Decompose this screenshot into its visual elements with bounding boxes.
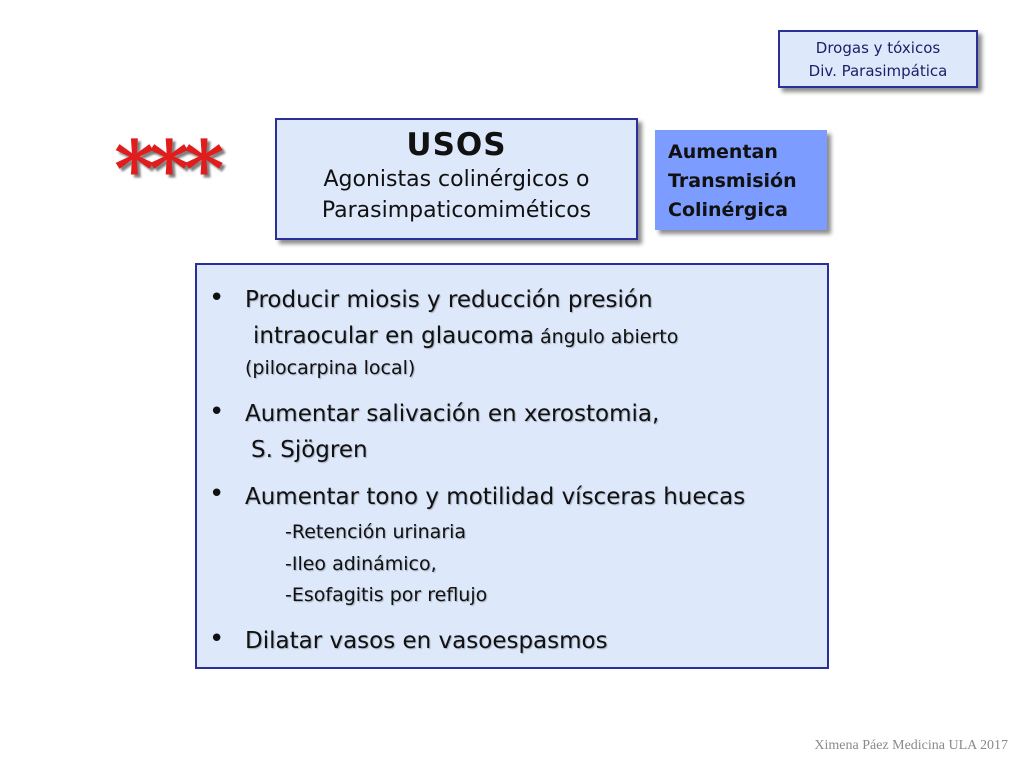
list-item-2-line1: Aumentar salivación en xerostomia, [245,401,660,427]
bullet-icon: • [209,397,225,427]
aumentan-box: Aumentan Transmisión Colinérgica [655,130,827,230]
list-item-3-sub3: -Esofagitis por reflujo [285,584,488,606]
section-label-line2: Div. Parasimpática [808,62,948,80]
usos-title: USOS [406,127,507,163]
usos-title-box: USOS Agonistas colinérgicos o Parasimpat… [275,118,638,240]
aumentan-line3: Colinérgica [668,199,789,221]
bullet-icon: • [209,624,225,654]
list-item-3-line1: Aumentar tono y motilidad vísceras hueca… [245,484,746,510]
list-item-1-line3: (pilocarpina local) [245,357,416,379]
bullet-icon: • [209,283,225,313]
section-label-line1: Drogas y tóxicos [815,39,941,57]
bullet-icon: • [209,479,225,509]
asterisks-emphasis: *** [114,124,224,215]
uses-list-box: • Producir miosis y reducción presión in… [195,263,829,669]
list-item-3-sub1: -Retención urinaria [285,521,467,543]
section-label-box: Drogas y tóxicos Div. Parasimpática [778,30,978,88]
list-item-1-line1: Producir miosis y reducción presión [245,287,653,313]
list-item-1-line2: intraocular en glaucoma ángulo abierto [253,323,678,349]
list-item-4-line1: Dilatar vasos en vasoespasmos [245,628,608,654]
footer-credit: Ximena Páez Medicina ULA 2017 [814,738,1008,753]
aumentan-line2: Transmisión [668,170,797,192]
aumentan-line1: Aumentan [668,141,778,163]
list-item-2-line2: S. Sjögren [251,437,368,463]
list-item-1-line2b: ángulo abierto [534,326,679,348]
usos-subtitle-line1: Agonistas colinérgicos o [323,167,590,192]
list-item-3-sub2: -Ileo adinámico, [285,553,437,575]
list-item-1-line2a: intraocular en glaucoma [253,323,534,349]
usos-subtitle-line2: Parasimpaticomiméticos [321,198,592,223]
